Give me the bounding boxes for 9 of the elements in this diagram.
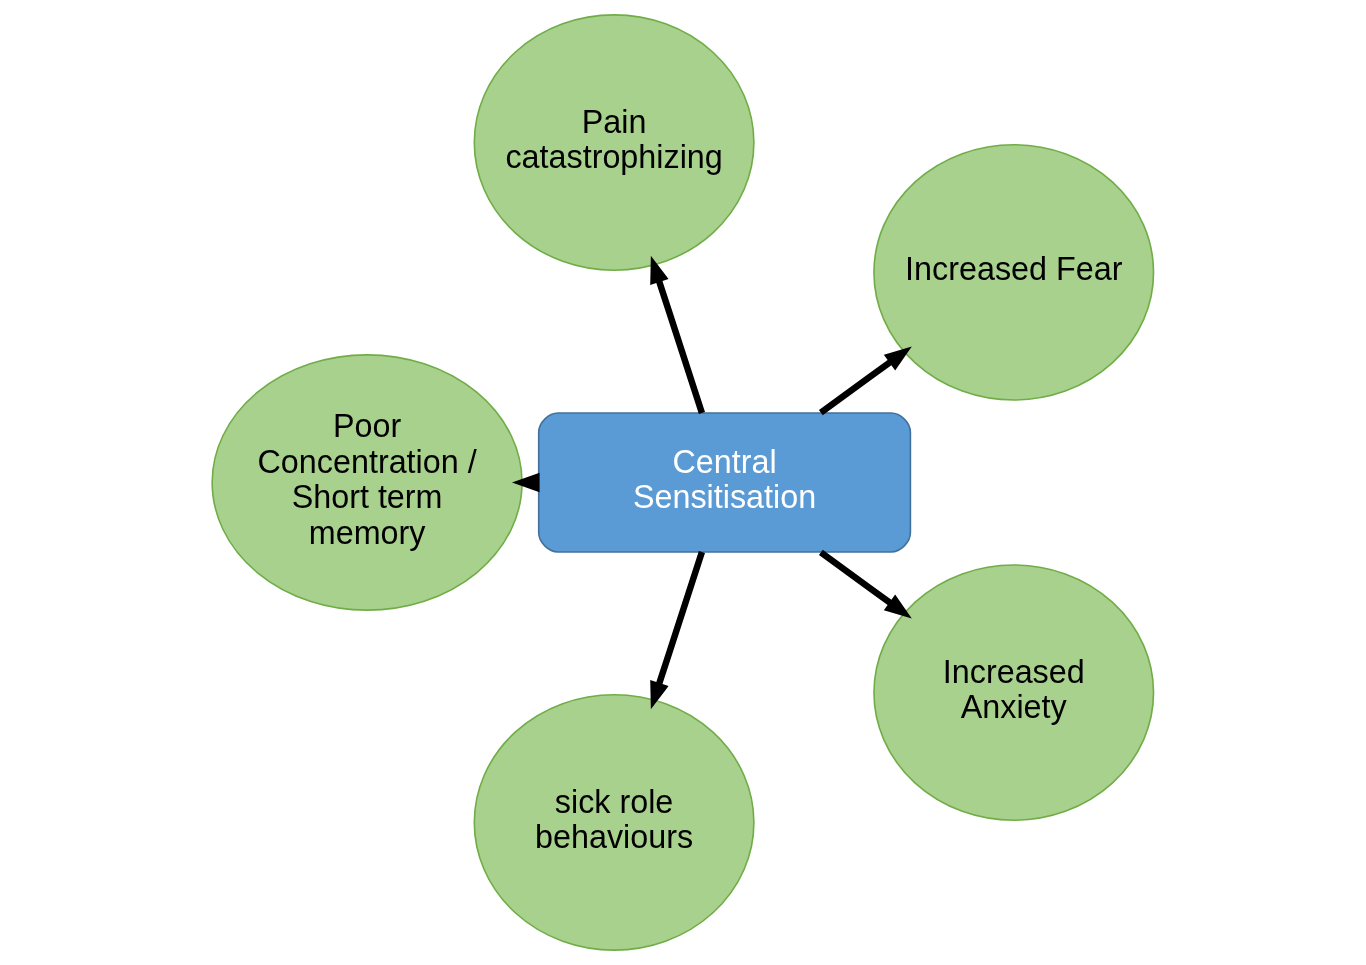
arrow <box>818 346 912 416</box>
node-circle: sick role behaviours <box>473 694 755 951</box>
arrow <box>650 255 705 414</box>
node-circle: Increased Anxiety <box>873 564 1155 822</box>
node-circle: Pain catastrophizing <box>473 14 755 271</box>
node-ellipse: Poor Concentration / Short term memory <box>211 354 523 611</box>
arrow <box>650 551 705 710</box>
node-circle: Increased Fear <box>873 143 1155 401</box>
arrow <box>818 549 912 619</box>
